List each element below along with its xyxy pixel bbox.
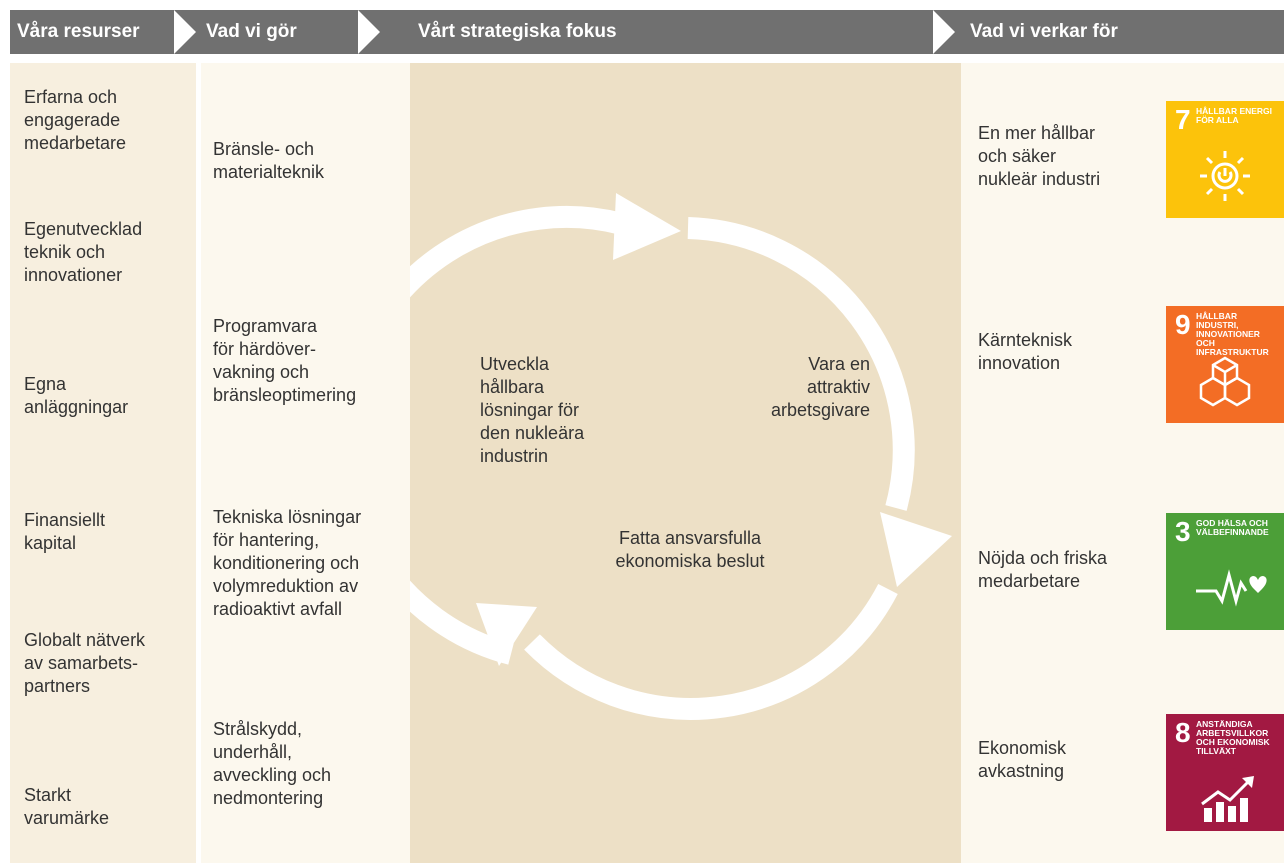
header-segment-resources [10, 10, 196, 54]
focus-left-text: Utveckla hållbara lösningar för den nukl… [480, 354, 585, 466]
resource-item: Egenutvecklad teknik och innovationer [24, 219, 143, 285]
header-segment-outcomes [961, 10, 1284, 54]
resource-item: Starkt varumärke [24, 785, 110, 828]
heartbeat-icon [1196, 569, 1267, 607]
sdg-label: GOD HÄLSA OCH VÄLBEFINNANDE [1196, 518, 1269, 537]
activities-column: Bränsle- och materialteknik Programvara … [201, 63, 410, 863]
sdg-number: 3 [1175, 516, 1191, 547]
header-arrow-2-icon [358, 10, 380, 54]
sdg-number: 9 [1175, 309, 1191, 340]
activity-item: Tekniska lösningar för hantering, kondit… [213, 507, 362, 619]
header-outcomes: Vad vi verkar för [970, 21, 1118, 42]
sdg-3-tile: 3 GOD HÄLSA OCH VÄLBEFINNANDE [1166, 513, 1284, 630]
header-arrow-3-icon [933, 10, 955, 54]
sdg-number: 8 [1175, 717, 1191, 748]
outcome-item: Nöjda och friska medarbetare [978, 548, 1108, 591]
sdg-label: ANSTÄNDIGA ARBETSVILLKOR OCH EKONOMISK T… [1196, 719, 1270, 756]
cycle-arrowhead-top [613, 193, 681, 260]
cycle-arc-bottom [524, 583, 898, 720]
cycle-arc-top-left [410, 206, 625, 665]
cycle-arc-right [687, 217, 915, 511]
header-resources: Våra resurser [17, 21, 140, 42]
activity-item: Programvara för härdöver- vakning och br… [213, 316, 357, 405]
sdg-8-tile: 8 ANSTÄNDIGA ARBETSVILLKOR OCH EKONOMISK… [1166, 714, 1284, 831]
cycle-arrowhead-left [476, 603, 537, 666]
activity-item: Bränsle- och materialteknik [213, 139, 325, 182]
outcome-item: En mer hållbar och säker nukleär industr… [978, 123, 1101, 189]
cycle-arrowhead-right [880, 512, 952, 587]
focus-right-text: Vara en attraktiv arbetsgivare [770, 354, 870, 420]
growth-chart-icon [1201, 776, 1254, 822]
outcome-item: Ekonomisk avkastning [978, 738, 1067, 781]
sdg-label: HÅLLBAR INDUSTRI, INNOVATIONER OCH INFRA… [1196, 311, 1269, 357]
header-arrow-1-icon [174, 10, 196, 54]
header-focus: Vårt strategiska fokus [418, 21, 617, 42]
resources-column: Erfarna och engagerade medarbetare Egenu… [10, 63, 196, 863]
cycle-diagram [410, 193, 952, 720]
resource-item: Erfarna och engagerade medarbetare [24, 87, 127, 153]
sdg-label: HÅLLBAR ENERGI FÖR ALLA [1196, 106, 1273, 125]
header-bar: Våra resurser Vad vi gör Vårt strategisk… [0, 0, 1284, 63]
activity-item: Strålskydd, underhåll, avveckling och ne… [213, 719, 332, 808]
header-segment-middle [196, 10, 961, 54]
focus-bottom-text: Fatta ansvarsfulla ekonomiska beslut [615, 528, 765, 571]
strategic-focus-column: Utveckla hållbara lösningar för den nukl… [410, 63, 961, 863]
sdg-number: 7 [1175, 104, 1191, 135]
resource-item: Globalt nätverk av samarbets- partners [24, 630, 146, 696]
sun-power-icon [1200, 151, 1250, 201]
sdg-9-tile: 9 HÅLLBAR INDUSTRI, INNOVATIONER OCH INF… [1166, 306, 1284, 423]
header-activities: Vad vi gör [206, 21, 297, 42]
cubes-icon [1199, 356, 1251, 407]
resource-item: Egna anläggningar [24, 374, 129, 417]
outcome-item: Kärnteknisk innovation [978, 330, 1073, 373]
sdg-7-tile: 7 HÅLLBAR ENERGI FÖR ALLA [1166, 101, 1284, 218]
resource-item: Finansiellt kapital [24, 510, 106, 553]
